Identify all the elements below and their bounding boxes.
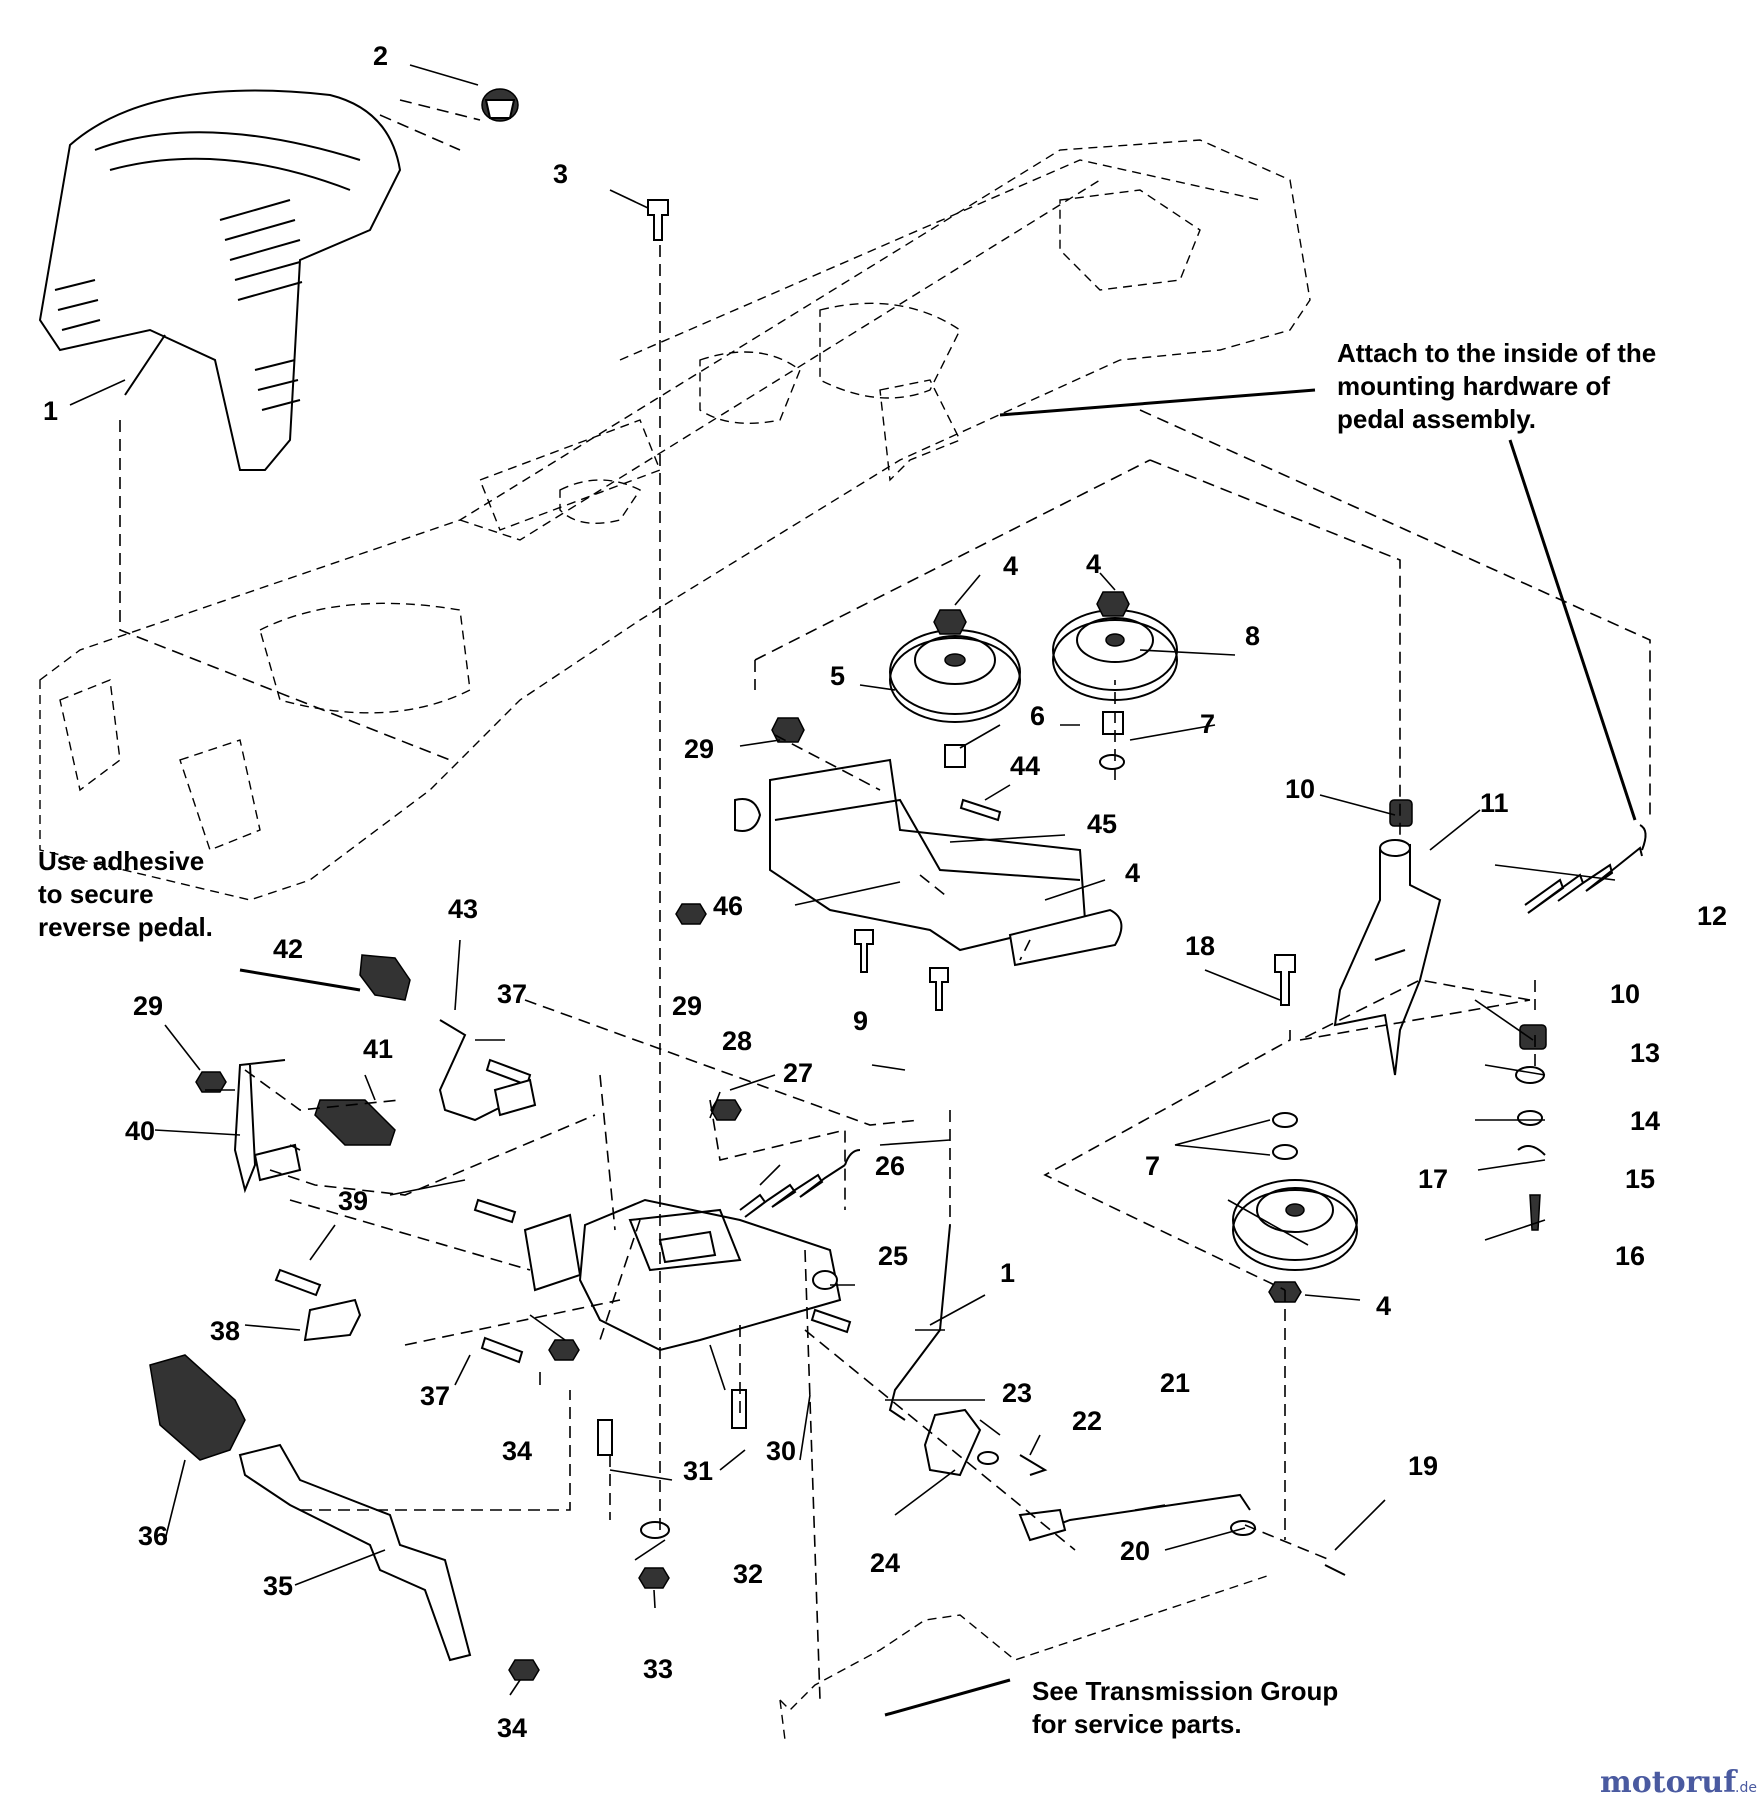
callout-25: 25	[878, 1241, 908, 1271]
callout-6: 6	[1030, 701, 1045, 731]
callout-34-lower: 34	[497, 1713, 527, 1743]
forward-pedal-pad-part-36	[149, 1354, 246, 1461]
callout-45: 45	[1087, 809, 1117, 839]
reverse-pedal-part-41	[314, 1099, 396, 1146]
callout-17: 17	[1418, 1164, 1448, 1194]
callout-29-left: 29	[133, 991, 163, 1021]
note-transmission-line2: for service parts.	[1032, 1709, 1242, 1739]
emblem-part	[481, 88, 519, 122]
callout-40: 40	[125, 1116, 155, 1146]
callout-19: 19	[1408, 1451, 1438, 1481]
note-adhesive-line1: Use adhesive	[38, 846, 204, 876]
callout-27: 27	[783, 1058, 813, 1088]
pulley-part-8	[1052, 609, 1178, 701]
hood-part	[38, 89, 402, 471]
note-transmission: See Transmission Group for service parts…	[1032, 1676, 1338, 1739]
note-attach-line1: Attach to the inside of the	[1337, 338, 1656, 368]
pedal-pad-part-42	[359, 954, 411, 1001]
watermark-suffix: .de	[1735, 1780, 1757, 1796]
callout-16: 16	[1615, 1241, 1645, 1271]
callout-29-center: 29	[672, 991, 702, 1021]
transmission-linkage-outline	[779, 1574, 1271, 1741]
callout-5: 5	[830, 661, 845, 691]
callout-39: 39	[338, 1186, 368, 1216]
leader-lines	[69, 64, 1637, 1717]
callout-1-rod: 1	[1000, 1258, 1015, 1288]
tractor-frame-outline	[39, 139, 1311, 901]
link-plate-part-24	[923, 1408, 982, 1477]
callout-41: 41	[363, 1034, 393, 1064]
note-adhesive-line2: to secure	[38, 879, 154, 909]
rod-part-40	[233, 1059, 302, 1194]
callout-28: 28	[722, 1026, 752, 1056]
callout-9: 9	[853, 1006, 868, 1036]
callout-13: 13	[1630, 1038, 1660, 1068]
callout-26: 26	[875, 1151, 905, 1181]
callout-46: 46	[713, 891, 743, 921]
watermark-brand: motoruf	[1600, 1765, 1738, 1800]
idler-arm-part-11	[1333, 839, 1442, 1076]
spring-part-26	[739, 1149, 861, 1218]
callout-15: 15	[1625, 1164, 1655, 1194]
callout-44: 44	[1010, 751, 1040, 781]
callout-7-lower: 7	[1145, 1151, 1160, 1181]
note-attach-pedal: Attach to the inside of the mounting har…	[1337, 338, 1656, 434]
callout-31: 31	[683, 1456, 713, 1486]
callout-7-upper: 7	[1200, 709, 1215, 739]
callout-3: 3	[553, 159, 568, 189]
callout-1-hood: 1	[43, 396, 58, 426]
callout-4-top-left: 4	[1003, 551, 1018, 581]
callout-43: 43	[448, 894, 478, 924]
callout-4-bracket: 4	[1125, 858, 1140, 888]
callout-12: 12	[1697, 901, 1727, 931]
callout-37-lower: 37	[420, 1381, 450, 1411]
callout-8: 8	[1245, 621, 1260, 651]
callout-22: 22	[1072, 1406, 1102, 1436]
callout-10-lower: 10	[1610, 979, 1640, 1009]
callout-4-lower: 4	[1376, 1291, 1391, 1321]
bracket-part-38	[303, 1298, 362, 1342]
assembly-lines	[119, 99, 1651, 1701]
link-rod-part-21	[1018, 1493, 1251, 1542]
hairpin-part-19	[1324, 1564, 1346, 1576]
note-transmission-line1: See Transmission Group	[1032, 1676, 1338, 1706]
note-adhesive-line3: reverse pedal.	[38, 912, 213, 942]
callout-23: 23	[1002, 1378, 1032, 1408]
pulley-part-5	[889, 629, 1021, 723]
callout-18: 18	[1185, 931, 1215, 961]
pedal-bracket-part-25	[523, 1198, 842, 1352]
callout-32: 32	[733, 1559, 763, 1589]
callout-38: 38	[210, 1316, 240, 1346]
callout-30: 30	[766, 1436, 796, 1466]
forward-pedal-arm-part-35	[238, 1443, 472, 1662]
reverse-rod-part-43	[438, 1019, 537, 1122]
callout-24: 24	[870, 1548, 900, 1578]
callout-14: 14	[1630, 1106, 1660, 1136]
hardware-parts	[195, 591, 1547, 1681]
callout-33: 33	[643, 1654, 673, 1684]
note-attach-line3: pedal assembly.	[1337, 404, 1536, 434]
callout-42: 42	[273, 934, 303, 964]
note-attach-line2: mounting hardware of	[1337, 371, 1610, 401]
callout-36: 36	[138, 1521, 168, 1551]
callout-20: 20	[1120, 1536, 1150, 1566]
cotter-pin-part-22	[1019, 1454, 1048, 1476]
callout-4-top-right: 4	[1086, 549, 1101, 579]
pulley-part-17	[1232, 1179, 1358, 1271]
watermark-logo: motoruf .de	[1600, 1765, 1757, 1800]
spring-part-12	[1524, 824, 1647, 914]
callout-35: 35	[263, 1571, 293, 1601]
callout-11: 11	[1480, 788, 1509, 818]
idler-bracket-part-46	[734, 758, 1123, 967]
control-rod-part-1	[888, 1224, 951, 1421]
callout-2: 2	[373, 41, 388, 71]
callout-10-upper: 10	[1285, 774, 1315, 804]
callout-21: 21	[1160, 1368, 1190, 1398]
callout-29-bracket: 29	[684, 734, 714, 764]
callout-37-upper: 37	[497, 979, 527, 1009]
callout-numbers: 2 3 1 4 4 8 5 6 7 29 44 45 4 46 9 10 11 …	[43, 41, 1727, 1743]
note-adhesive: Use adhesive to secure reverse pedal.	[38, 846, 213, 942]
callout-34-center: 34	[502, 1436, 532, 1466]
